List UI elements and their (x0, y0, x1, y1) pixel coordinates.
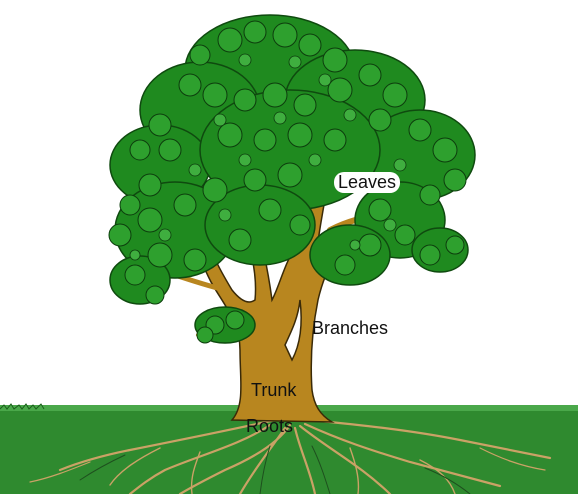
label-trunk: Trunk (251, 381, 296, 399)
label-leaves: Leaves (334, 172, 400, 193)
label-roots: Roots (246, 417, 293, 435)
label-branches: Branches (312, 319, 388, 337)
